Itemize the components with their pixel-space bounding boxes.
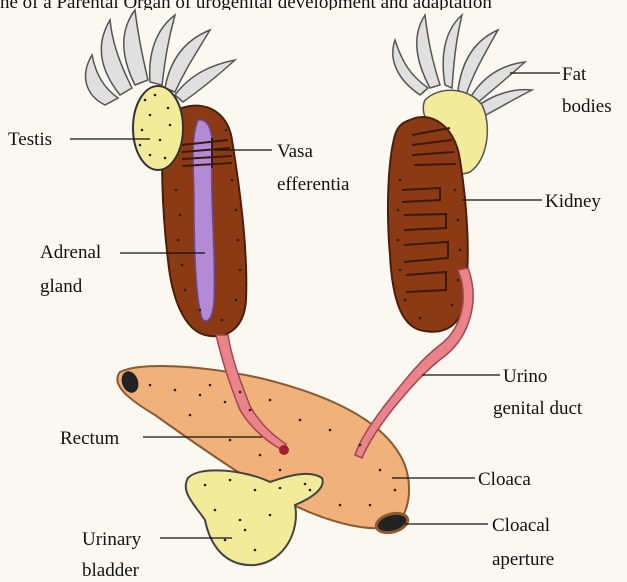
- speckle-dot: [239, 519, 242, 522]
- label-urinary-line2: bladder: [82, 560, 140, 581]
- speckle-dot: [149, 384, 152, 387]
- label-vasa-line2: efferentia: [277, 174, 350, 195]
- speckle-dot: [369, 504, 372, 507]
- speckle-dot: [269, 399, 272, 402]
- speckle-dot: [235, 209, 238, 212]
- speckle-dot: [224, 401, 227, 404]
- speckle-dot: [379, 469, 382, 472]
- speckle-dot: [177, 239, 180, 242]
- speckle-dot: [159, 139, 162, 142]
- speckle-dot: [394, 489, 397, 492]
- speckle-dot: [164, 157, 167, 160]
- speckle-dot: [309, 489, 312, 492]
- label-urino-line2: genital duct: [493, 398, 583, 419]
- speckle-dot: [169, 124, 172, 127]
- speckle-dot: [304, 483, 307, 486]
- speckle-dot: [224, 539, 227, 542]
- speckle-dot: [229, 479, 232, 482]
- speckle-dot: [249, 409, 252, 412]
- label-cloaca: Cloaca: [478, 469, 531, 490]
- speckle-dot: [139, 144, 142, 147]
- speckle-dot: [181, 264, 184, 267]
- speckle-dot: [189, 414, 192, 417]
- speckle-dot: [397, 209, 400, 212]
- label-rectum: Rectum: [60, 428, 119, 449]
- label-testis: Testis: [8, 129, 52, 150]
- label-vasa-line1: Vasa: [277, 141, 313, 162]
- speckle-dot: [235, 299, 238, 302]
- speckle-dot: [174, 389, 177, 392]
- label-cloacal-line1: Cloacal: [492, 515, 550, 536]
- duct-opening-left: [279, 445, 289, 455]
- speckle-dot: [175, 189, 178, 192]
- speckle-dot: [399, 269, 402, 272]
- speckle-dot: [259, 454, 262, 457]
- speckle-dot: [214, 509, 217, 512]
- speckle-dot: [204, 484, 207, 487]
- speckle-dot: [457, 279, 460, 282]
- speckle-dot: [279, 487, 282, 490]
- label-kidney: Kidney: [545, 191, 601, 212]
- speckle-dot: [184, 289, 187, 292]
- label-urinary-line1: Urinary: [82, 529, 142, 550]
- speckle-dot: [231, 179, 234, 182]
- speckle-dot: [244, 529, 247, 532]
- speckle-dot: [459, 249, 462, 252]
- speckle-dot: [209, 384, 212, 387]
- speckle-dot: [199, 309, 202, 312]
- speckle-dot: [254, 489, 257, 492]
- speckle-dot: [237, 239, 240, 242]
- speckle-dot: [141, 129, 144, 132]
- speckle-dot: [144, 99, 147, 102]
- speckle-dot: [254, 549, 257, 552]
- speckle-dot: [419, 317, 422, 320]
- speckle-dot: [339, 504, 342, 507]
- label-fat-line1: Fat: [562, 64, 587, 85]
- speckle-dot: [225, 129, 228, 132]
- speckle-dot: [229, 439, 232, 442]
- speckle-dot: [451, 304, 454, 307]
- speckle-dot: [179, 214, 182, 217]
- speckle-dot: [279, 469, 282, 472]
- testis: [133, 86, 183, 170]
- speckle-dot: [454, 189, 457, 192]
- speckle-dot: [199, 394, 202, 397]
- label-adrenal-line2: gland: [40, 276, 83, 297]
- speckle-dot: [404, 299, 407, 302]
- label-adrenal-line1: Adrenal: [40, 242, 101, 263]
- speckle-dot: [167, 107, 170, 110]
- speckle-dot: [154, 94, 157, 97]
- label-fat-line2: bodies: [562, 96, 612, 117]
- speckle-dot: [457, 219, 460, 222]
- speckle-dot: [359, 444, 362, 447]
- speckle-dot: [239, 269, 242, 272]
- label-cloacal-line2: aperture: [492, 549, 554, 570]
- speckle-dot: [269, 514, 272, 517]
- speckle-dot: [149, 114, 152, 117]
- speckle-dot: [149, 154, 152, 157]
- label-urino-line1: Urino: [503, 366, 547, 387]
- right-kidney: [388, 117, 468, 332]
- speckle-dot: [397, 239, 400, 242]
- speckle-dot: [299, 419, 302, 422]
- speckle-dot: [239, 391, 242, 394]
- speckle-dot: [399, 179, 402, 182]
- speckle-dot: [329, 429, 332, 432]
- speckle-dot: [221, 319, 224, 322]
